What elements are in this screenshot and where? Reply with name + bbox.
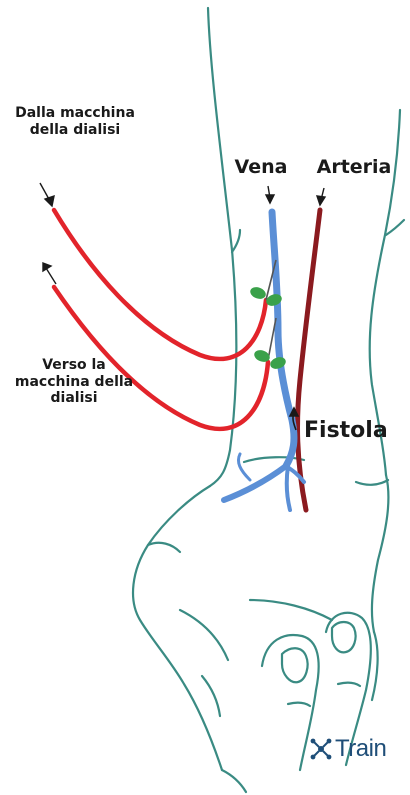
brand-mark-icon xyxy=(308,736,334,762)
label-artery: Arteria xyxy=(304,156,404,178)
finger-ring-right xyxy=(372,632,378,700)
arrow-to-machine xyxy=(46,268,56,284)
hand-left-edge xyxy=(133,486,222,770)
wrist-bump-right xyxy=(356,480,388,485)
label-arrows xyxy=(40,183,325,284)
finger-joint-2 xyxy=(338,683,360,686)
arm-right-notch xyxy=(386,220,404,235)
brand-logo: Train xyxy=(308,732,410,766)
label-vein: Vena xyxy=(226,156,296,178)
finger-nail-1 xyxy=(282,648,308,682)
label-fistula: Fistola xyxy=(304,418,404,444)
artery-vessel xyxy=(298,210,320,510)
finger-nail-2 xyxy=(332,622,356,652)
wrist-crease xyxy=(244,457,304,462)
finger-base-left xyxy=(222,770,246,792)
brand-name: Train xyxy=(335,735,386,763)
arm-outline xyxy=(133,8,404,792)
arm-left-edge xyxy=(208,8,236,486)
label-from-machine: Dalla macchina della dialisi xyxy=(6,105,144,138)
hand-right-edge xyxy=(372,475,389,632)
palm-crease-2 xyxy=(202,676,220,716)
finger-joint-1 xyxy=(288,703,310,706)
palm-top-line xyxy=(250,600,332,620)
arm-left-skinfold xyxy=(232,230,240,252)
needle-wings xyxy=(249,285,288,371)
palm-crease xyxy=(180,610,228,660)
label-to-machine: Verso la macchina della dialisi xyxy=(4,357,144,407)
thumb-base-fold xyxy=(148,543,180,552)
